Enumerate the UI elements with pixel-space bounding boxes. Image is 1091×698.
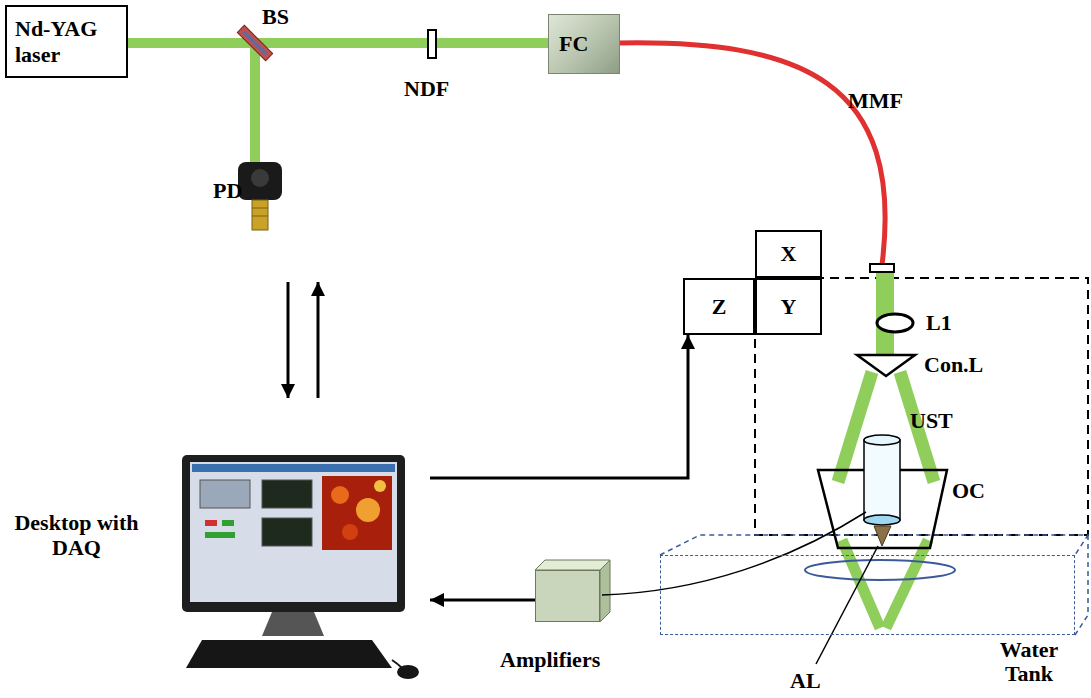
fiber-coupler: FC: [548, 14, 620, 74]
photodiode-icon: [238, 162, 282, 230]
part-label: OC: [952, 478, 985, 503]
water-tank-outline: [660, 535, 1088, 635]
laser-beam: [128, 38, 548, 48]
amplifier-top: [535, 560, 610, 570]
node-label: Z: [712, 294, 727, 319]
part-label: NDF: [404, 76, 449, 101]
multimode-fiber: [620, 43, 885, 265]
signal-arrow: [317, 282, 320, 398]
scan-head-region: [755, 278, 1088, 535]
part-label: L1: [926, 310, 952, 335]
node-label: X: [781, 241, 797, 266]
ultrasound-transducer: [864, 435, 900, 525]
node-label: Amplifiers: [500, 647, 600, 672]
amplifier-box: Amplifiers: [535, 570, 600, 622]
stage-y: Y: [755, 278, 822, 335]
laser-beam: [250, 43, 260, 165]
part-label: UST: [910, 408, 953, 433]
laser-beam: [886, 540, 928, 628]
part-label: MMF: [848, 88, 903, 113]
desktop-computer: Desktop with DAQ: [180, 398, 430, 690]
stage-z: Z: [683, 278, 755, 335]
part-label: Con.L: [924, 352, 983, 377]
beam-splitter: [237, 25, 272, 60]
signal-arrow: [430, 599, 535, 602]
desktop-computer: [182, 455, 419, 679]
laser-box: Nd-YAG laser: [5, 5, 128, 78]
conical-lens: [857, 355, 915, 376]
signal-cable: [602, 512, 866, 595]
node-label: Y: [781, 294, 797, 319]
signal-arrow: [287, 282, 290, 398]
node-label: FC: [559, 31, 588, 56]
part-label: BS: [262, 4, 289, 29]
nd-filter: [428, 30, 436, 58]
node-label: PD: [213, 178, 242, 203]
signal-arrow: [430, 335, 688, 478]
amplifier-side: [600, 560, 610, 622]
node-label: Desktop with DAQ: [4, 510, 149, 561]
node-label: Nd-YAG laser: [15, 16, 118, 67]
water-surface: [805, 560, 955, 580]
photodiode: PD: [203, 155, 293, 282]
leader-line: [816, 546, 878, 664]
lens: [877, 314, 913, 332]
water-tank: Water Tank: [660, 555, 1075, 635]
node-label: Water Tank: [983, 638, 1075, 686]
fiber-tip: [870, 264, 894, 272]
part-label: AL: [790, 668, 821, 693]
stage-x: X: [755, 230, 822, 278]
acoustic-lens: [874, 526, 891, 546]
